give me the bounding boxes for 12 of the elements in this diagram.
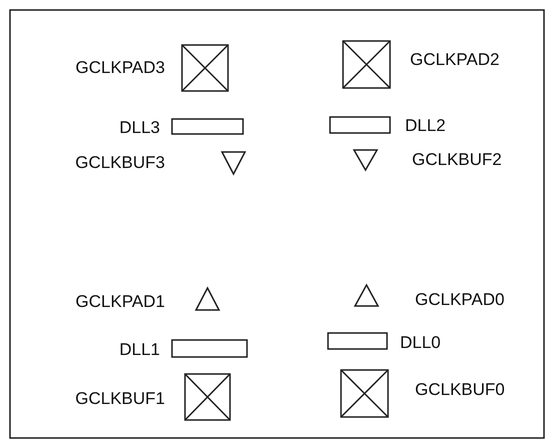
- signal-label: GCLKBUF3: [75, 153, 165, 173]
- signal-label: GCLKPAD0: [415, 290, 504, 310]
- signal-label: GCLKPAD3: [76, 58, 165, 78]
- signal-label: GCLKBUF0: [415, 380, 505, 400]
- signal-label: DLL2: [405, 116, 446, 136]
- signal-label: GCLKPAD1: [76, 292, 165, 312]
- signal-label: GCLKBUF2: [412, 150, 502, 170]
- signal-label: GCLKPAD2: [410, 50, 500, 70]
- signal-label: DLL1: [119, 340, 160, 360]
- signal-label: DLL0: [400, 333, 441, 353]
- signal-label: GCLKBUF1: [75, 389, 165, 409]
- signal-label: DLL3: [119, 118, 160, 138]
